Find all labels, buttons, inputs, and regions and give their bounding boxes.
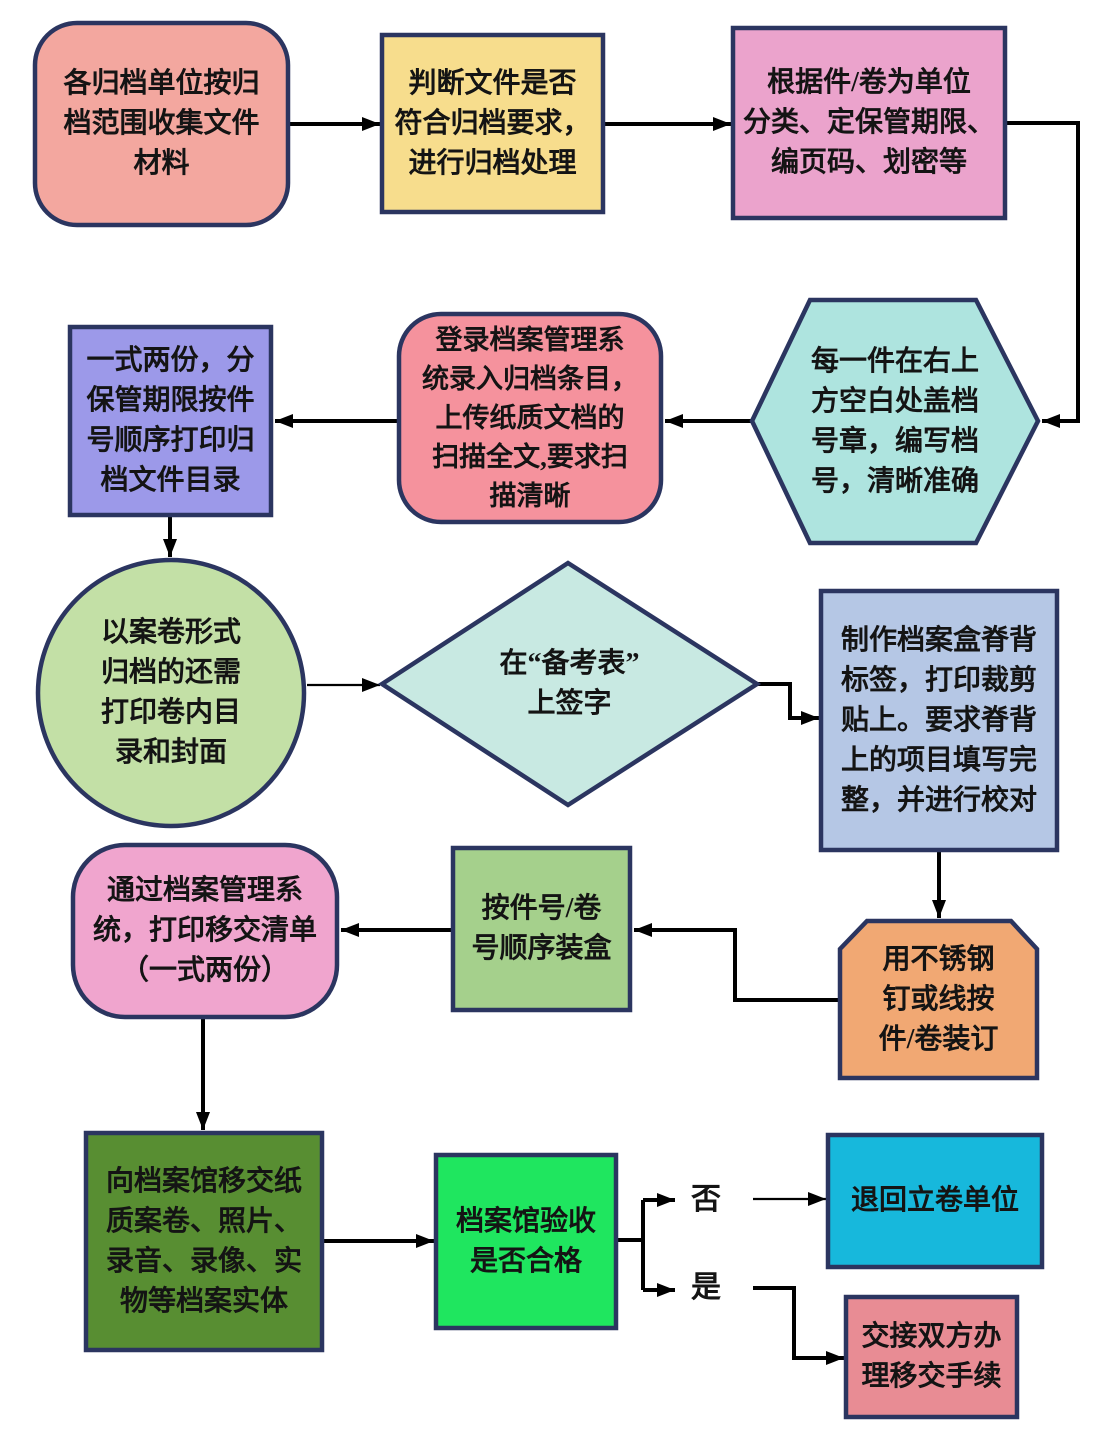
node-login-shape: [396, 311, 664, 525]
node-classify-shape: [730, 25, 1008, 221]
node-volume-shape: [35, 557, 307, 829]
node-stamp-shape: [749, 297, 1041, 546]
node-judge-shape: [379, 32, 606, 215]
node-return-unit-shape: [825, 1132, 1045, 1270]
node-pack-shape: [450, 845, 633, 1013]
edge-sign-spine: [757, 682, 819, 725]
node-sign-shape: [377, 560, 762, 808]
node-transfer-list-shape: [70, 842, 340, 1020]
node-check-shape: [433, 1152, 619, 1331]
node-transfer-entity-shape: [83, 1130, 325, 1353]
node-bind-shape: [837, 918, 1040, 1081]
node-catalog-shape: [67, 324, 274, 518]
edge-check-fork: [616, 1200, 645, 1290]
edge-classify-stamp: [1005, 121, 1080, 428]
node-handover-shape: [843, 1294, 1020, 1420]
node-collect-shape: [32, 20, 291, 228]
edge-yes-handover: [753, 1286, 844, 1365]
node-shapes: [32, 20, 1060, 1420]
edge-bind-pack: [634, 923, 840, 1002]
edges: [163, 117, 1080, 1365]
node-spine-shape: [818, 588, 1060, 853]
